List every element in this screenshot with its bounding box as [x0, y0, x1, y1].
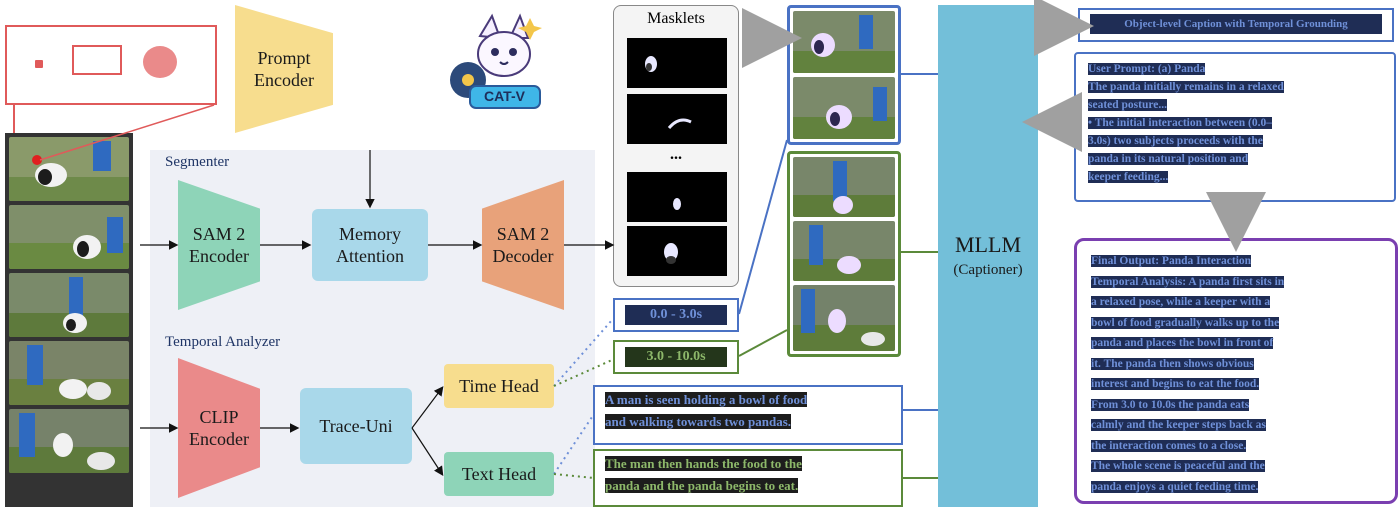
output-line: Final Output: Panda Interaction: [1091, 255, 1252, 267]
sam2-encoder-label-1: SAM 2: [192, 224, 246, 244]
mask-frame: [627, 38, 727, 88]
segmenter-title: Segmenter: [165, 154, 230, 170]
logo-text: CAT-V: [484, 88, 525, 104]
time-head-label: Time Head: [459, 376, 539, 396]
input-frame: [9, 409, 129, 473]
clip-frame: [793, 157, 895, 217]
clip-box-green: [787, 151, 901, 357]
prompt-encoder: Prompt Encoder: [235, 5, 333, 133]
output-line: panda in its natural position and: [1088, 153, 1249, 165]
caption-blue-line-2: and walking towards two pandas.: [605, 414, 792, 429]
clip-box-blue: [787, 5, 901, 145]
input-frame: [9, 205, 129, 269]
output-line: the interaction comes to a close.: [1091, 439, 1247, 452]
mllm-subtitle: (Captioner): [953, 262, 1023, 278]
prompt-types-box: [5, 25, 217, 105]
caption-blue-line-1: A man is seen holding a bowl of food: [605, 392, 808, 407]
output-header: Object-level Caption with Temporal Groun…: [1090, 14, 1382, 34]
clip-frame: [793, 11, 895, 73]
output-line: 3.0s) two subjects proceeds with the: [1088, 135, 1263, 147]
output-line: User Prompt: (a) Panda: [1088, 63, 1206, 75]
output-line: seated posture...: [1088, 99, 1168, 111]
box-prompt-icon: [72, 45, 122, 75]
mask-frame: [627, 94, 727, 144]
mllm-title: MLLM: [955, 232, 1021, 257]
input-frame: [9, 341, 129, 405]
output-line: a relaxed pose, while a keeper with a: [1091, 296, 1271, 308]
sam2-decoder-label-2: Decoder: [492, 246, 554, 266]
output-line: The whole scene is peaceful and the: [1091, 460, 1265, 472]
output-line: interest and begins to eat the food.: [1091, 378, 1260, 390]
mask-frame: [627, 172, 727, 222]
text-head: Text Head: [444, 452, 554, 496]
sam2-encoder-label-2: Encoder: [189, 246, 249, 266]
mask-prompt-icon: [143, 46, 177, 78]
input-frame: [9, 273, 129, 337]
caption-green: The man then hands the food to the panda…: [597, 451, 897, 499]
clip-frame: [793, 221, 895, 281]
memory-attention-label-2: Attention: [336, 246, 404, 266]
caption-blue: A man is seen holding a bowl of food and…: [597, 387, 897, 435]
clip-frame: [793, 285, 895, 351]
trace-uni-label: Trace-Uni: [319, 416, 393, 436]
prompt-encoder-label-2: Encoder: [254, 70, 314, 90]
output-line: From 3.0 to 10.0s the panda eats: [1091, 398, 1250, 411]
masklets-title: Masklets: [647, 10, 705, 27]
output-line: it. The panda then shows obvious: [1091, 357, 1254, 370]
timestamp-text-blue: 0.0 - 3.0s: [625, 305, 727, 325]
masklets-ellipsis: ...: [670, 146, 682, 163]
mask-frame: [627, 226, 727, 276]
clip-encoder-label-2: Encoder: [189, 429, 249, 449]
output-line: bowl of food gradually walks up to the: [1091, 316, 1280, 329]
input-frame: [9, 137, 129, 201]
clip-frame: [793, 77, 895, 139]
prompt-encoder-label-1: Prompt: [257, 48, 311, 68]
output-line: keeper feeding...: [1088, 171, 1169, 183]
caption-green-line-2: panda and the panda begins to eat.: [605, 478, 799, 493]
output-line: Temporal Analysis: A panda first sits in: [1091, 275, 1285, 288]
caption-green-line-1: The man then hands the food to the: [605, 456, 802, 471]
trace-uni: Trace-Uni: [300, 388, 412, 464]
timestamp-text-green: 3.0 - 10.0s: [625, 347, 727, 367]
memory-attention: Memory Attention: [312, 209, 428, 281]
cat-v-logo: CAT-V: [440, 8, 552, 120]
sam2-decoder-label-1: SAM 2: [496, 224, 550, 244]
mllm-captioner: MLLM (Captioner): [938, 5, 1038, 507]
output-line: • The initial interaction between (0.0–: [1088, 117, 1272, 129]
output-line: panda enjoys a quiet feeding time.: [1091, 480, 1259, 493]
output-line: panda and places the bowl in front of: [1091, 337, 1274, 349]
clip-encoder-label-1: CLIP: [199, 407, 239, 427]
point-prompt-icon: [35, 60, 43, 68]
output-line: The panda initially remains in a relaxed: [1088, 81, 1284, 93]
click-point-marker: [32, 155, 42, 165]
text-head-label: Text Head: [461, 464, 537, 484]
time-head: Time Head: [444, 364, 554, 408]
temporal-analyzer-title: Temporal Analyzer: [165, 334, 281, 350]
memory-attention-label-1: Memory: [339, 224, 401, 244]
output-line: calmly and the keeper steps back as: [1091, 419, 1266, 431]
